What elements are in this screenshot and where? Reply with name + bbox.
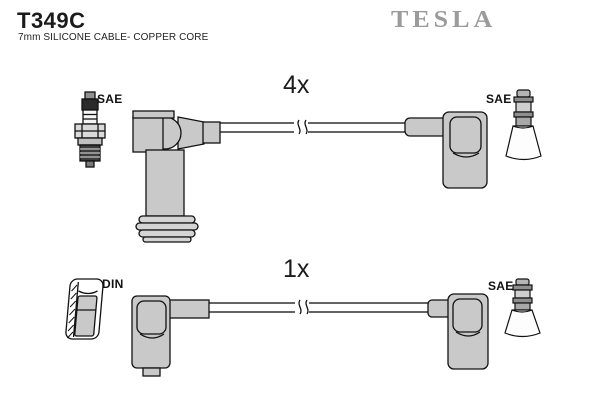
coil-terminal-icon <box>505 89 542 161</box>
angled-boot-right-icon <box>427 293 489 370</box>
terminal-label-sae-bottom-right: SAE <box>488 279 514 293</box>
part-number: T349C <box>17 8 86 33</box>
cable-line-icon <box>209 119 425 135</box>
ignition-lead-4x <box>74 89 542 243</box>
terminal-label-din-bottom-left: DIN <box>102 277 124 291</box>
terminal-label-sae-top-right: SAE <box>486 92 512 106</box>
ignition-lead-1x <box>65 278 541 377</box>
angled-boot-left-icon <box>131 295 210 377</box>
spark-plug-icon <box>74 91 106 168</box>
coil-terminal-icon <box>504 278 541 338</box>
quantity-label-1x: 1x <box>283 255 310 283</box>
quantity-label-4x: 4x <box>283 71 310 99</box>
terminal-label-sae-top-left: SAE <box>97 92 123 106</box>
cable-spec-subtitle: 7mm SILICONE CABLE- COPPER CORE <box>18 32 209 43</box>
din-terminal-icon <box>65 278 104 340</box>
angled-boot-icon <box>404 111 488 189</box>
cable-line-icon <box>199 299 437 315</box>
brand-logo: TESLA <box>391 5 497 33</box>
angled-ribbed-boot-icon <box>132 110 221 243</box>
